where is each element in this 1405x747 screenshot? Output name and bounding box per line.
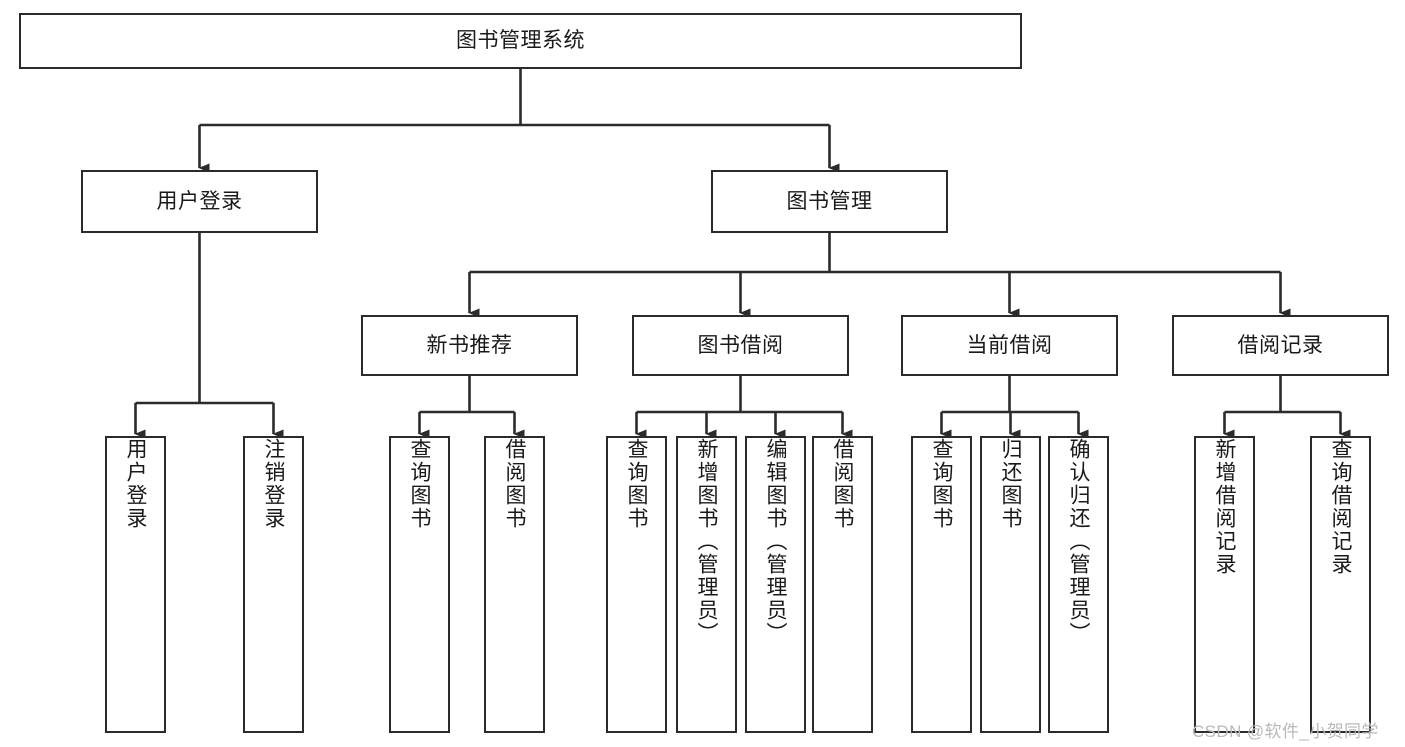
- node-add-book[interactable]: 新增图书（管理员）: [676, 436, 737, 733]
- node-label-new-book-recommend: 新书推荐: [426, 333, 513, 357]
- node-label-return-book: 归还图书: [999, 438, 1022, 530]
- node-borrow-book-1[interactable]: 借阅图书: [484, 436, 545, 733]
- node-query-book-3[interactable]: 查询图书: [911, 436, 972, 733]
- node-edit-book[interactable]: 编辑图书（管理员）: [745, 436, 806, 733]
- node-label-query-borrow-record: 查询借阅记录: [1329, 438, 1352, 576]
- node-label-query-book-1: 查询图书: [408, 438, 431, 530]
- node-book-borrow[interactable]: 图书借阅: [632, 315, 849, 376]
- node-label-query-book-3: 查询图书: [930, 438, 953, 530]
- node-label-user-login-do: 用户登录: [124, 438, 147, 530]
- node-label-edit-book: 编辑图书（管理员）: [764, 438, 787, 645]
- node-query-book-2[interactable]: 查询图书: [606, 436, 667, 733]
- node-label-book-manage: 图书管理: [786, 189, 873, 213]
- node-label-current-borrow: 当前借阅: [966, 333, 1053, 357]
- node-label-add-borrow-record: 新增借阅记录: [1213, 438, 1236, 576]
- node-user-login-do[interactable]: 用户登录: [105, 436, 166, 733]
- node-query-borrow-record[interactable]: 查询借阅记录: [1310, 436, 1371, 733]
- node-borrow-book-2[interactable]: 借阅图书: [812, 436, 873, 733]
- node-label-add-book: 新增图书（管理员）: [695, 438, 718, 645]
- node-current-borrow[interactable]: 当前借阅: [901, 315, 1118, 376]
- node-label-user-login: 用户登录: [156, 189, 243, 213]
- node-book-manage[interactable]: 图书管理: [711, 170, 948, 233]
- node-label-borrow-book-1: 借阅图书: [503, 438, 526, 530]
- connector-lines: [134, 69, 1351, 439]
- node-add-borrow-record[interactable]: 新增借阅记录: [1194, 436, 1255, 733]
- node-label-borrow-book-2: 借阅图书: [831, 438, 854, 530]
- node-user-login[interactable]: 用户登录: [81, 170, 318, 233]
- node-label-confirm-return: 确认归还（管理员）: [1067, 438, 1090, 645]
- node-root[interactable]: 图书管理系统: [19, 13, 1022, 69]
- node-label-borrow-record: 借阅记录: [1237, 333, 1324, 357]
- node-return-book[interactable]: 归还图书: [980, 436, 1041, 733]
- node-user-logout[interactable]: 注销登录: [243, 436, 304, 733]
- node-label-root: 图书管理系统: [456, 29, 585, 53]
- node-new-book-recommend[interactable]: 新书推荐: [361, 315, 578, 376]
- node-label-query-book-2: 查询图书: [625, 438, 648, 530]
- node-confirm-return[interactable]: 确认归还（管理员）: [1048, 436, 1109, 733]
- node-query-book-1[interactable]: 查询图书: [389, 436, 450, 733]
- node-label-book-borrow: 图书借阅: [697, 333, 784, 357]
- node-label-user-logout: 注销登录: [262, 438, 285, 530]
- node-borrow-record[interactable]: 借阅记录: [1172, 315, 1389, 376]
